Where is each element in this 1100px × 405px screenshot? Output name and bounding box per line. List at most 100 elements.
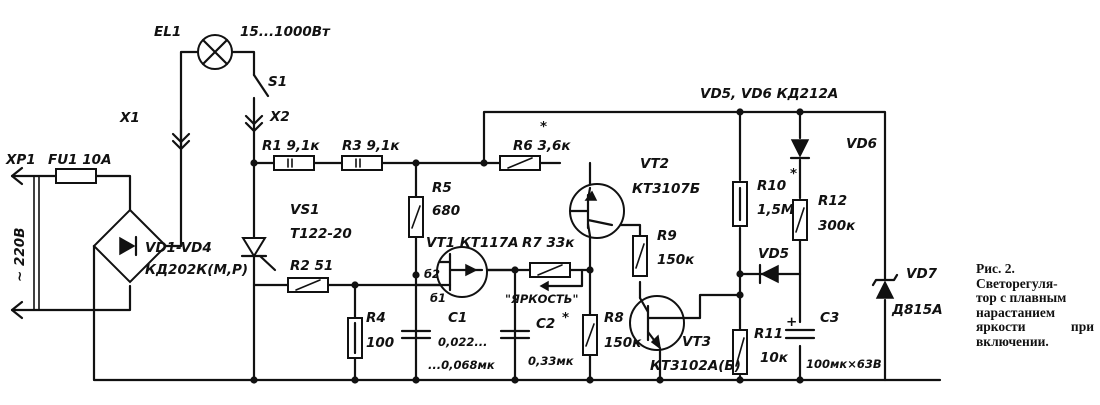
label-r12: R12: [818, 193, 847, 209]
label-vt3-type: КТ3102А(Б): [650, 358, 741, 374]
label-r10-star: *: [790, 166, 797, 182]
caption-line: Светорегуля-: [976, 275, 1058, 291]
label-vd5: VD5: [758, 246, 789, 262]
label-el1: EL1: [154, 24, 181, 40]
label-vt2-type: КТ3107Б: [632, 181, 700, 197]
junctions: [250, 108, 804, 384]
caption-line: Рис. 2.: [976, 261, 1015, 276]
junction-dot: [736, 270, 744, 278]
label-r4: R4: [366, 310, 386, 326]
label-r7: R7 33к: [522, 235, 575, 251]
label-c1-val1: 0,022...: [438, 335, 487, 349]
junction-dot: [511, 266, 519, 274]
label-vt2: VT2: [640, 156, 669, 172]
r7-slash: [537, 264, 563, 276]
label-r10: R10: [757, 178, 786, 194]
vt3-circle: [629, 295, 685, 351]
junction-dot: [412, 376, 420, 384]
zener-vd7: [871, 273, 899, 299]
caption-line: нарастанием: [976, 304, 1056, 320]
r12-slash: [795, 207, 805, 233]
label-r11: R11: [754, 326, 783, 342]
diode-vd6: [789, 139, 811, 160]
label-r9-val: 150к: [657, 252, 695, 268]
label-r5-val: 680: [432, 203, 460, 219]
wire-vt2-r9: [610, 223, 642, 238]
label-r6: R6 3,6к: [513, 138, 571, 154]
transistor-vt1: [436, 246, 488, 298]
x1-chevron-b: [171, 139, 191, 151]
label-vd6: VD6: [846, 136, 877, 152]
resistor-r1: [273, 155, 315, 171]
r11-slash: [735, 337, 745, 367]
diode-vd5: [758, 263, 779, 285]
wire-bridge-bottom-ac: [96, 284, 132, 312]
label-r10-val: 1,5М: [757, 202, 795, 218]
lamp-el1: [197, 34, 233, 70]
label-c1-val2: ...0,068мк: [428, 358, 496, 372]
x1-chevron-a: [171, 132, 191, 144]
plug-arrow-top: [10, 166, 24, 186]
label-c3-plus: +: [786, 314, 797, 330]
label-r11-val: 10к: [760, 350, 789, 366]
label-c2: C2: [536, 316, 555, 332]
label-c3: C3: [820, 310, 839, 326]
capacitor-c3: [784, 328, 816, 340]
junction-dot: [511, 376, 519, 384]
junction-dot: [736, 108, 744, 116]
junction-dot: [586, 376, 594, 384]
junction-dot: [412, 159, 420, 167]
junction-dot: [656, 376, 664, 384]
vt1-circle: [436, 246, 488, 298]
label-vs1-type: Т122-20: [290, 226, 352, 242]
switch-s1: [252, 73, 270, 98]
junction-dot: [796, 376, 804, 384]
connector-x2: [244, 114, 264, 133]
vt3-arrow: [650, 334, 662, 350]
label-r6-star: *: [540, 119, 547, 135]
fuse-fu1: [55, 168, 97, 184]
wire-vt3-base: [681, 293, 742, 320]
caption-line: тор с плавным: [976, 290, 1067, 305]
bridge-diode-triangle: [119, 236, 136, 256]
label-b1: б1: [430, 291, 446, 305]
label-xp1: XP1: [5, 152, 36, 168]
x2-chevron-b: [244, 121, 264, 133]
vt1-arrow: [465, 263, 478, 277]
transistor-vt3: [629, 295, 685, 351]
thyristor-vs1: [240, 237, 277, 272]
label-vd56: VD5, VD6 КД212А: [700, 86, 838, 102]
label-r9: R9: [657, 228, 677, 244]
label-x1: X1: [119, 110, 140, 126]
transistor-vt2: [568, 183, 625, 239]
resistor-r3: [341, 155, 383, 171]
label-vd7-type: Д815А: [891, 302, 943, 318]
label-r8: R8: [604, 310, 624, 326]
junction-dot: [250, 376, 258, 384]
label-vt1: VT1 КТ117А: [426, 235, 519, 251]
junction-dot: [480, 159, 488, 167]
x2-chevron-a: [244, 114, 264, 126]
vd7-triangle: [875, 280, 895, 299]
label-vd-bridge-type: КД202К(М,Р): [145, 262, 248, 278]
label-c3-val: 100мк×63В: [806, 357, 882, 371]
vt2-arrow: [584, 190, 598, 201]
label-vd7: VD7: [906, 266, 938, 282]
r7-wiper-arrow: [539, 280, 549, 292]
capacitor-c1: [400, 329, 432, 340]
label-r3: R3 9,1к: [342, 138, 400, 154]
caption-word: яркости: [976, 319, 1026, 334]
r2-slash: [295, 279, 321, 291]
junction-dot: [736, 291, 744, 299]
label-r8-val: 150к: [604, 335, 642, 351]
label-vs1: VS1: [290, 202, 320, 218]
label-c1: C1: [448, 310, 467, 326]
junction-dot: [586, 266, 594, 274]
figure-caption: Рис. 2. Светорегуля- тор с плавным нарас…: [976, 261, 1098, 349]
label-r12-val: 300к: [818, 218, 856, 234]
vt2-collector-down: [586, 222, 592, 238]
caption-line: включении.: [976, 333, 1049, 349]
label-b2: б2: [424, 267, 440, 281]
vd6-triangle: [790, 139, 810, 158]
